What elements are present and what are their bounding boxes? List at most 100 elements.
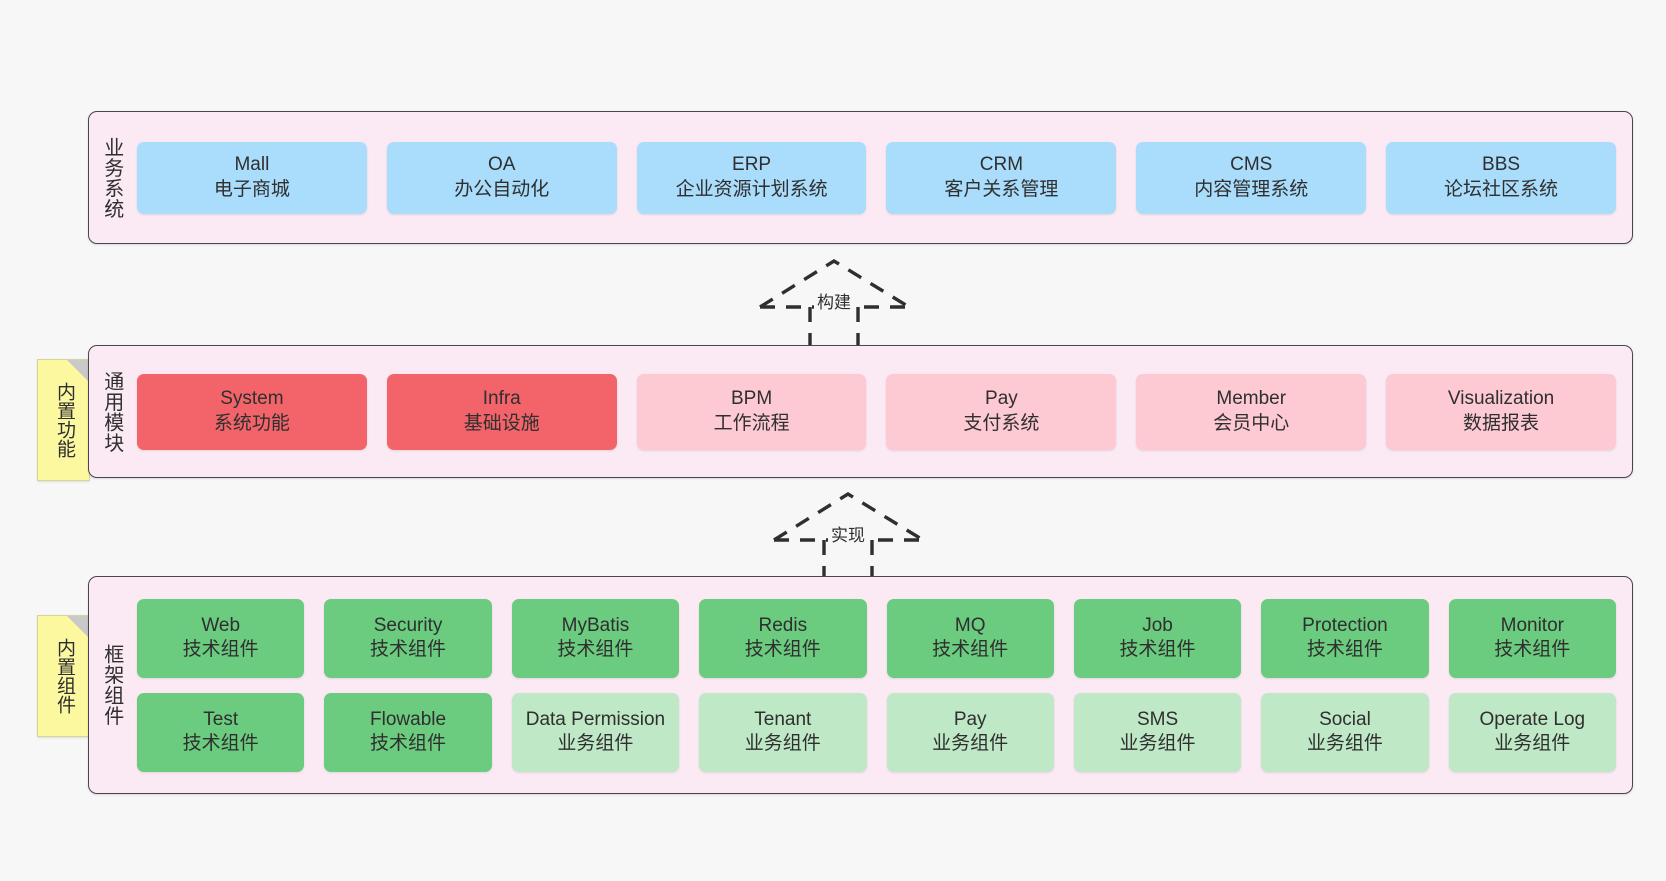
node-flowable[interactable]: Flowable 技术组件: [324, 692, 492, 772]
node-label-cn: 工作流程: [713, 412, 790, 434]
node-label-cn: 业务组件: [557, 733, 634, 754]
layer-row: Test 技术组件 Flowable 技术组件 Data Permission …: [137, 692, 1616, 772]
node-label-cn: 支付系统: [963, 412, 1040, 434]
sticky-note-label: 内置功能: [53, 382, 75, 458]
node-cms[interactable]: CMS 内容管理系统: [1136, 141, 1367, 214]
node-erp[interactable]: ERP 企业资源计划系统: [636, 141, 867, 214]
layer-body-common: System 系统功能 Infra 基础设施 BPM 工作流程 Pay 支付系统…: [133, 346, 1632, 477]
node-label-cn: 业务组件: [1494, 733, 1571, 754]
node-label-en: Member: [1216, 388, 1287, 410]
node-tenant[interactable]: Tenant 业务组件: [699, 692, 867, 772]
node-operate-log[interactable]: Operate Log 业务组件: [1448, 692, 1616, 772]
node-label-en: BBS: [1482, 154, 1521, 176]
layer-title-framework: 框架组件: [100, 644, 123, 726]
sticky-note-builtin-function: 内置功能: [37, 359, 90, 481]
node-system[interactable]: System 系统功能: [137, 373, 367, 450]
node-redis[interactable]: Redis 技术组件: [699, 598, 867, 678]
node-monitor[interactable]: Monitor 技术组件: [1448, 598, 1616, 678]
node-label-cn: 企业资源计划系统: [675, 178, 828, 200]
node-label-en: Test: [203, 708, 239, 730]
node-bpm[interactable]: BPM 工作流程: [636, 373, 867, 450]
node-label-cn: 业务组件: [1306, 733, 1383, 754]
node-label-cn: 电子商城: [213, 178, 290, 200]
layer-framework-component: 框架组件 Web 技术组件 Security 技术组件 MyBatis 技术组件…: [88, 576, 1633, 794]
connector-implement: 实现: [766, 488, 931, 578]
node-label-en: CMS: [1230, 154, 1273, 176]
node-bbs[interactable]: BBS 论坛社区系统: [1386, 141, 1616, 214]
node-label-en: Infra: [482, 388, 521, 410]
node-label-cn: 办公自动化: [454, 178, 550, 200]
node-crm[interactable]: CRM 客户关系管理: [886, 141, 1117, 214]
node-label-cn: 技术组件: [744, 639, 821, 660]
node-label-en: BPM: [730, 388, 773, 410]
node-web[interactable]: Web 技术组件: [137, 598, 305, 678]
node-label-en: Redis: [758, 614, 808, 636]
node-mall[interactable]: Mall 电子商城: [137, 141, 367, 214]
node-protection[interactable]: Protection 技术组件: [1261, 598, 1429, 678]
generalization-arrow-icon: [759, 259, 910, 345]
node-label-en: Pay: [953, 708, 987, 730]
layer-row: System 系统功能 Infra 基础设施 BPM 工作流程 Pay 支付系统…: [137, 373, 1616, 450]
node-mybatis[interactable]: MyBatis 技术组件: [511, 598, 680, 678]
node-label-cn: 业务组件: [744, 733, 821, 754]
node-label-cn: 数据报表: [1463, 412, 1540, 434]
node-label-cn: 技术组件: [1306, 639, 1383, 660]
node-mq[interactable]: MQ 技术组件: [886, 598, 1054, 678]
sticky-fold-corner-icon: [67, 616, 89, 638]
node-data-permission[interactable]: Data Permission 业务组件: [511, 692, 680, 772]
layer-business-system: 业务系统 Mall 电子商城 OA 办公自动化 ERP 企业资源计划系统 CRM…: [88, 111, 1633, 244]
node-label-cn: 技术组件: [370, 733, 447, 754]
connector-label-implement: 实现: [828, 521, 868, 546]
node-label-en: Tenant: [754, 708, 812, 730]
node-label-en: MyBatis: [561, 614, 630, 636]
layer-row: Mall 电子商城 OA 办公自动化 ERP 企业资源计划系统 CRM 客户关系…: [137, 141, 1616, 214]
node-label-cn: 客户关系管理: [944, 178, 1059, 200]
node-label-cn: 系统功能: [213, 412, 290, 434]
node-pay-module[interactable]: Pay 支付系统: [886, 373, 1117, 450]
node-label-cn: 内容管理系统: [1194, 178, 1309, 200]
sticky-fold-corner-icon: [67, 360, 89, 382]
node-label-en: CRM: [979, 154, 1024, 176]
node-infra[interactable]: Infra 基础设施: [386, 373, 617, 450]
node-member[interactable]: Member 会员中心: [1136, 373, 1367, 450]
node-label-cn: 业务组件: [1119, 733, 1196, 754]
layer-common-module: 通用模块 System 系统功能 Infra 基础设施 BPM 工作流程 Pay…: [88, 345, 1633, 478]
connector-label-build: 构建: [814, 288, 854, 313]
generalization-arrow-icon: [773, 492, 924, 578]
node-label-en: MQ: [954, 614, 986, 636]
node-label-cn: 技术组件: [557, 639, 634, 660]
node-label-en: System: [220, 388, 284, 410]
node-label-cn: 会员中心: [1213, 412, 1290, 434]
node-label-cn: 基础设施: [463, 412, 540, 434]
node-label-en: Web: [201, 614, 241, 636]
node-label-en: Job: [1142, 614, 1173, 636]
node-label-cn: 技术组件: [182, 639, 259, 660]
node-security[interactable]: Security 技术组件: [324, 598, 492, 678]
connector-build: 构建: [752, 255, 917, 345]
node-sms[interactable]: SMS 业务组件: [1073, 692, 1242, 772]
node-label-cn: 技术组件: [370, 639, 447, 660]
layer-row: Web 技术组件 Security 技术组件 MyBatis 技术组件 Redi…: [137, 598, 1616, 678]
node-label-cn: 技术组件: [1494, 639, 1571, 660]
node-label-en: Security: [373, 614, 443, 636]
node-label-en: OA: [488, 154, 516, 176]
node-label-cn: 业务组件: [932, 733, 1009, 754]
node-label-cn: 论坛社区系统: [1444, 178, 1559, 200]
node-job[interactable]: Job 技术组件: [1073, 598, 1242, 678]
node-pay-component[interactable]: Pay 业务组件: [886, 692, 1054, 772]
node-label-en: Pay: [985, 388, 1018, 410]
node-social[interactable]: Social 业务组件: [1261, 692, 1429, 772]
sticky-note-label: 内置组件: [53, 638, 75, 714]
layer-title-business: 业务系统: [100, 136, 123, 219]
node-label-en: Data Permission: [525, 708, 666, 730]
node-label-cn: 技术组件: [1119, 639, 1196, 660]
node-label-en: Social: [1319, 708, 1371, 730]
node-label-en: Monitor: [1500, 614, 1564, 636]
node-label-en: SMS: [1136, 708, 1179, 730]
node-label-en: ERP: [732, 154, 772, 176]
node-visualization[interactable]: Visualization 数据报表: [1386, 373, 1616, 450]
node-test[interactable]: Test 技术组件: [137, 692, 305, 772]
node-oa[interactable]: OA 办公自动化: [386, 141, 617, 214]
layer-title-common: 通用模块: [100, 370, 123, 453]
